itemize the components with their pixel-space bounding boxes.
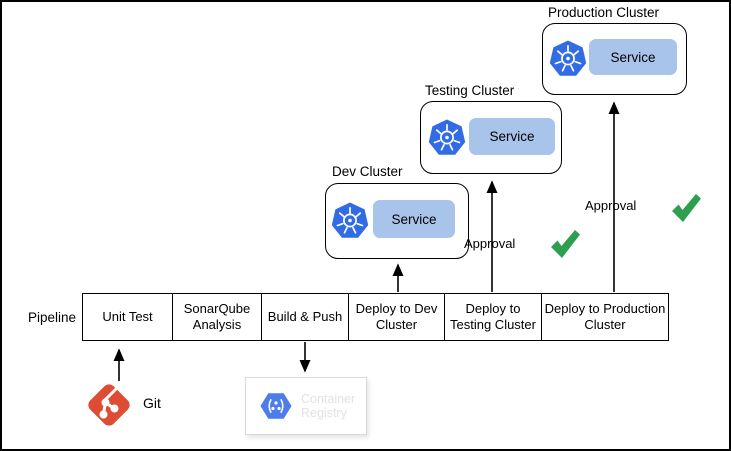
container-registry-label-line2: Registry [301, 406, 347, 420]
container-registry-box: Container Registry [245, 377, 367, 435]
approval-check-icon [551, 230, 580, 258]
production-service-box: Service [589, 39, 677, 75]
dev-service-box: Service [373, 200, 455, 238]
container-registry-icon [260, 393, 292, 419]
kubernetes-icon [428, 119, 466, 155]
git-icon [88, 384, 130, 426]
stage-unit-test: Unit Test [82, 293, 173, 341]
container-registry-label-line1: Container [301, 391, 356, 406]
stage-build-and-push: Build & Push [261, 293, 349, 341]
approval-label-production: Approval [585, 198, 637, 213]
container-registry-label: Container Registry [301, 392, 355, 421]
testing-cluster-label: Testing Cluster [425, 83, 515, 98]
stage-deploy-testing: Deploy to Testing Cluster [444, 293, 542, 341]
stage-deploy-dev: Deploy to Dev Cluster [348, 293, 445, 341]
testing-service-box: Service [469, 118, 555, 155]
kubernetes-icon [331, 202, 369, 238]
kubernetes-icon [549, 40, 587, 76]
git-label: Git [143, 395, 161, 411]
dev-cluster-label: Dev Cluster [332, 164, 403, 179]
approval-label-testing: Approval [464, 236, 516, 251]
pipeline-label: Pipeline [27, 309, 76, 325]
stage-deploy-production: Deploy to Production Cluster [541, 293, 669, 341]
stage-sonarqube-analysis: SonarQube Analysis [172, 293, 262, 341]
production-cluster-label: Production Cluster [548, 5, 660, 20]
approval-check-icon [672, 194, 701, 222]
